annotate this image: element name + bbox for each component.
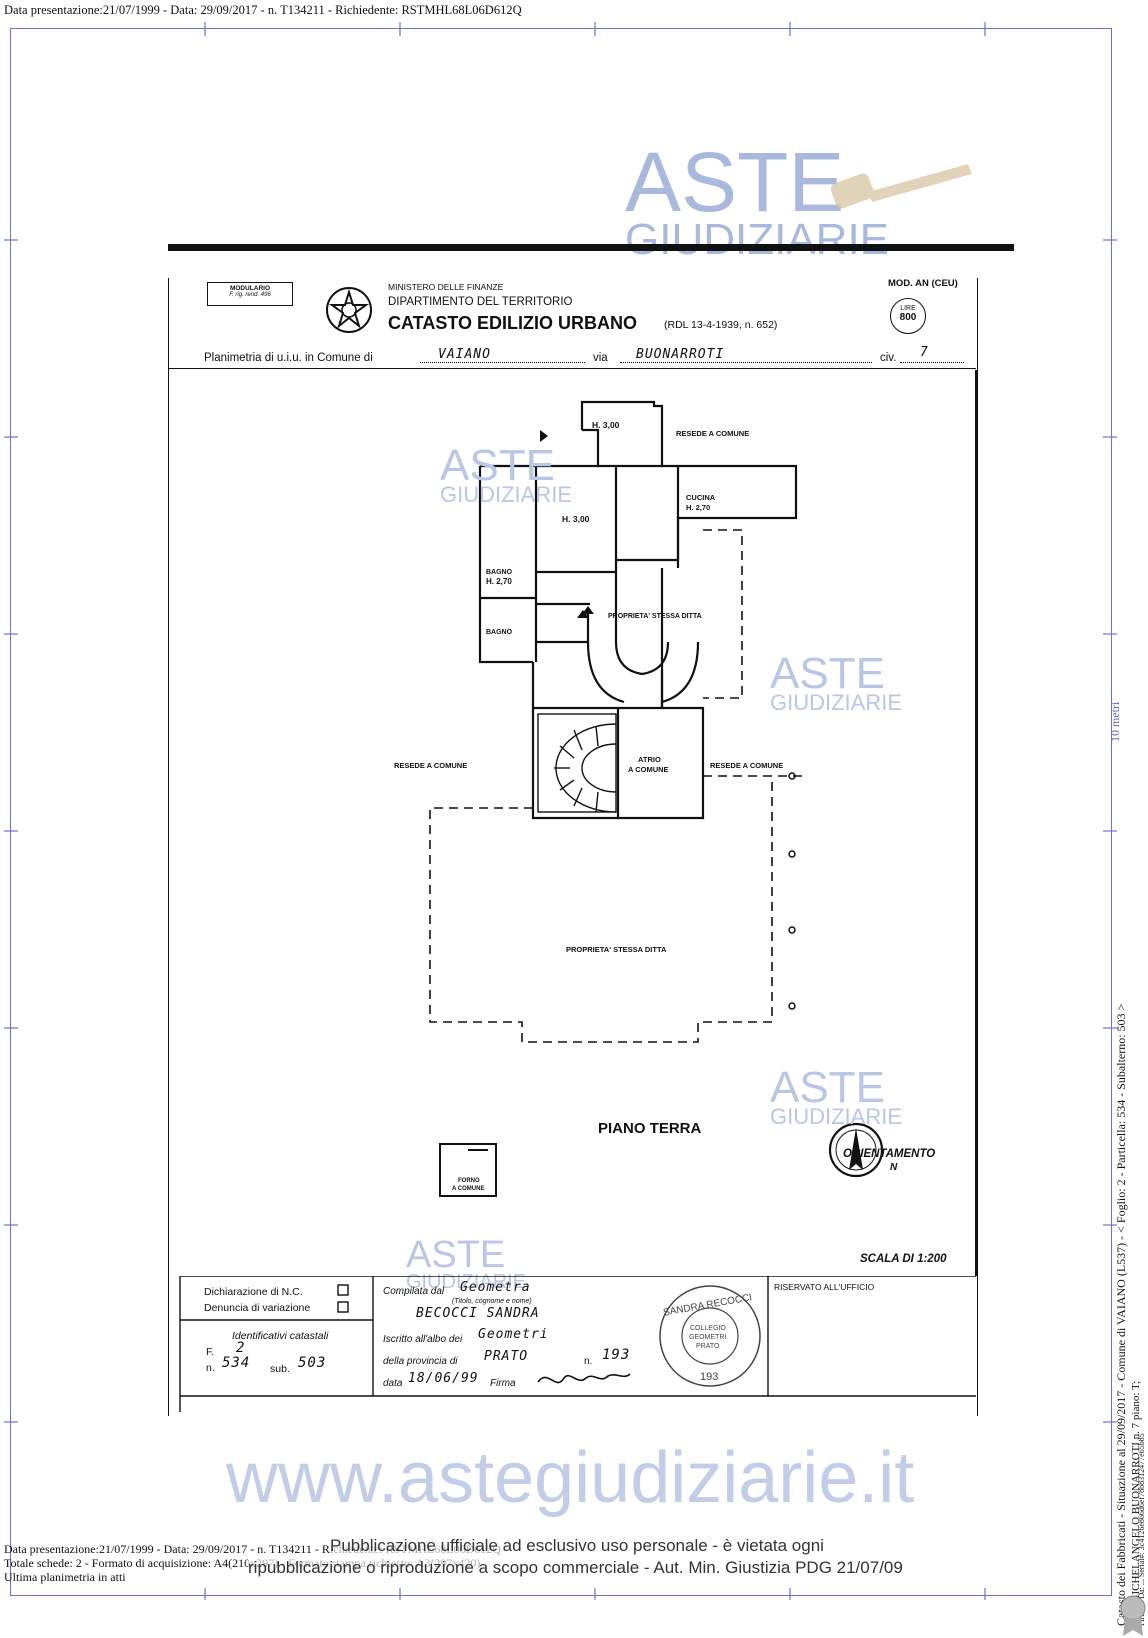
north-label: N <box>890 1162 898 1173</box>
identificativi-label: Identificativi catastali <box>232 1330 329 1342</box>
civ-label: civ. <box>880 352 897 364</box>
republic-emblem-icon <box>326 287 372 333</box>
plan-right-border <box>975 370 977 1276</box>
label-bagno1: BAGNO <box>486 569 513 576</box>
f-value: 2 <box>236 1340 246 1356</box>
watermark-aste: ASTE <box>625 135 845 229</box>
label-resede-top: RESEDE A COMUNE <box>676 429 749 438</box>
geometra-stamp: SANDRA RECOCCI COLLEGIO GEOMETRI PRATO 1… <box>659 1285 761 1387</box>
catasto-title: CATASTO EDILIZIO URBANO <box>388 313 637 333</box>
lire-circle: LIRE 800 <box>890 298 926 334</box>
orientamento-label: ORIENTAMENTO <box>843 1148 936 1160</box>
label-h300-mid: H. 3,00 <box>562 514 590 524</box>
ministry-label: MINISTERO DELLE FINANZE <box>388 282 504 292</box>
label-proprieta2: PROPRIETA' STESSA DITTA <box>566 945 667 954</box>
watermark-aste-mid1: ASTE <box>440 441 555 490</box>
civ-value: 7 <box>920 345 929 360</box>
n-value: 534 <box>222 1355 251 1371</box>
plan-frame <box>168 368 976 1277</box>
firma-label: Firma <box>490 1378 516 1389</box>
label-proprieta1: PROPRIETA' STESSA DITTA <box>608 613 702 620</box>
watermark-giudiziarie-mid4: GIUDIZIARIE <box>406 1271 527 1293</box>
bottom-form-grid <box>179 1276 976 1412</box>
scale-text: 10 metri <box>1108 701 1122 742</box>
mod-label: MOD. AN (CEU) <box>888 278 958 289</box>
department-label: DIPARTIMENTO DEL TERRITORIO <box>388 296 573 308</box>
via-value: BUONARROTI <box>636 347 725 362</box>
iscritto-value: Geometri <box>478 1327 549 1342</box>
gavel-icon <box>830 164 972 209</box>
page-frame <box>10 28 1112 1596</box>
riservato-label: RISERVATO ALL'UFFICIO <box>774 1282 875 1292</box>
watermark-aste-mid3: ASTE <box>770 1063 885 1112</box>
footer-line3: Ultima planimetria in atti <box>4 1570 126 1584</box>
label-atrio: ATRIO <box>638 755 661 764</box>
watermark-giudiziarie-mid3: GIUDIZIARIE <box>770 1104 903 1129</box>
n2-label: n. <box>584 1356 593 1367</box>
label-bagno2: BAGNO <box>486 629 513 636</box>
via-dots <box>620 362 872 363</box>
comune-value: VAIANO <box>438 347 491 362</box>
label-forno-comune: A COMUNE <box>452 1186 484 1192</box>
notice-line2: ripubblicazione o riproduzione a scopo c… <box>248 1558 903 1578</box>
seal-icon <box>1120 1595 1146 1636</box>
notice-line1: Pubblicazione ufficiale ad esclusivo uso… <box>330 1536 824 1556</box>
dichiarazione-label: Dichiarazione di N.C. <box>204 1286 303 1298</box>
titolo-note: (Titolo, cognome e nome) <box>452 1298 532 1305</box>
watermark-aste-mid4: ASTE <box>406 1234 506 1276</box>
watermark-giudiziarie-mid2: GIUDIZIARIE <box>770 690 903 715</box>
label-bagno1-h: H. 2,70 <box>486 577 512 586</box>
label-resede-left: RESEDE A COMUNE <box>394 761 467 770</box>
lire-value: 800 <box>899 312 917 323</box>
stamp-mid1: COLLEGIO <box>690 1325 726 1332</box>
sub-value: 503 <box>298 1355 327 1371</box>
lire-label: LIRE <box>900 305 916 312</box>
stamp-mid2: GEOMETRI <box>689 1334 726 1341</box>
modulario-title: MODULARIO <box>229 285 271 292</box>
data-value: 18/06/99 <box>408 1371 479 1386</box>
label-a-comune: A COMUNE <box>628 765 669 774</box>
piano-label: PIANO TERRA <box>598 1120 702 1137</box>
data-label: data <box>383 1378 403 1389</box>
stamp-num: 193 <box>700 1371 718 1383</box>
iscritto-label: Iscritto all'albo dei <box>383 1334 463 1345</box>
label-cucina: CUCINA <box>686 493 716 502</box>
scala-label: SCALA DI 1:200 <box>860 1253 947 1265</box>
signature <box>537 1373 631 1384</box>
modulario-box: MODULARIO F. rig. rend. 496 <box>207 282 293 306</box>
planimetria-label: Planimetria di u.i.u. in Comune di <box>204 352 373 364</box>
f-label: F. <box>206 1346 215 1358</box>
n-label: n. <box>206 1362 215 1374</box>
floor-plan: H. 3,00 RESEDE A COMUNE CUCINA H. 2,70 H… <box>394 400 884 1197</box>
stamp-mid3: PRATO <box>696 1343 720 1350</box>
stamp-top: SANDRA RECOCCI <box>662 1292 753 1318</box>
sub-label: sub. <box>270 1363 290 1375</box>
website-watermark: www.astegiudiziarie.it <box>226 1438 915 1518</box>
label-forno: FORNO <box>458 1178 480 1184</box>
label-cucina-h: H. 2,70 <box>686 503 710 512</box>
compiler-name: BECOCCI SANDRA <box>416 1306 540 1321</box>
watermark-aste-mid2: ASTE <box>770 649 885 698</box>
n2-value: 193 <box>602 1347 631 1363</box>
top-header-line: Data presentazione:21/07/1999 - Data: 29… <box>4 3 522 17</box>
label-h300-top: H. 3,00 <box>592 420 620 430</box>
comune-dots <box>420 362 585 363</box>
label-resede-right: RESEDE A COMUNE <box>710 761 783 770</box>
provincia-label: della provincia di <box>383 1356 458 1367</box>
compilata-label: Compilata dal <box>383 1286 445 1297</box>
compilata-value: Geometra <box>460 1280 531 1295</box>
provincia-value: PRATO <box>484 1349 529 1364</box>
watermark-giudiziarie-mid1: GIUDIZIARIE <box>440 482 573 507</box>
top-rule <box>168 244 1014 251</box>
form-frame <box>168 278 978 1416</box>
denuncia-label: Denuncia di variazione <box>204 1302 311 1314</box>
watermark-giudiziarie: GIUDIZIARIE <box>625 215 890 264</box>
right-vertical-line: Catasto dei Fabbricati - Situazione al 2… <box>1114 1003 1128 1626</box>
via-label: via <box>593 352 608 364</box>
civ-dots <box>900 362 964 363</box>
rdl-label: (RDL 13-4-1939, n. 652) <box>664 319 778 331</box>
modulario-sub: F. rig. rend. 496 <box>229 292 271 298</box>
